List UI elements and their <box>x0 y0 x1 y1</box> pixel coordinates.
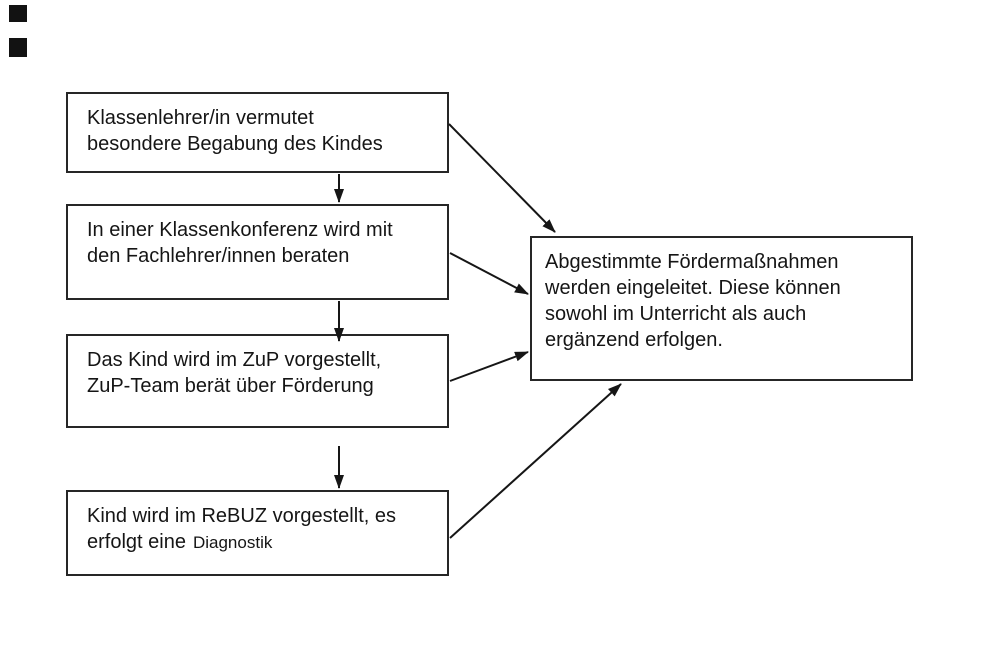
flow-box-class-conference: In einer Klassenkonferenz wird mit den F… <box>66 204 449 300</box>
arrow-classroom-teacher-to-support-measures <box>448 123 556 233</box>
arrow-rebuz-presentation-to-support-measures <box>449 383 622 539</box>
flow-box-text-segment-small: Diagnostik <box>192 533 273 552</box>
corner-mark-top <box>9 5 27 22</box>
flow-box-rebuz-presentation: Kind wird im ReBUZ vorgestellt, es erfol… <box>66 490 449 576</box>
arrow-zup-presentation-to-support-measures <box>449 351 529 382</box>
flow-box-text-line: Kind wird im ReBUZ vorgestellt, es <box>87 505 396 527</box>
flow-box-support-measures: Abgestimmte Fördermaßnahmen werden einge… <box>530 236 913 381</box>
flow-box-text-line: In einer Klassenkonferenz wird mit <box>87 219 393 241</box>
flow-box-classroom-teacher: Klassenlehrer/in vermutet besondere Bega… <box>66 92 449 173</box>
flow-box-zup-presentation: Das Kind wird im ZuP vorgestellt, ZuP-Te… <box>66 334 449 428</box>
flow-box-text-line: erfolgt eine Diagnostik <box>87 529 433 556</box>
flow-box-text-segment: erfolgt eine <box>87 531 186 553</box>
flow-box-text-line: sowohl im Unterricht als auch <box>545 303 807 325</box>
flow-box-text-line: ergänzend erfolgen. <box>545 329 723 351</box>
flow-box-text-line: Abgestimmte Fördermaßnahmen <box>545 251 839 273</box>
flow-box-text-line: den Fachlehrer/innen beraten <box>87 245 350 267</box>
arrow-class-conference-to-support-measures <box>449 252 529 295</box>
corner-mark-bottom <box>9 38 27 57</box>
flow-box-text-line: besondere Begabung des Kindes <box>87 133 383 155</box>
flow-box-text-line: Das Kind wird im ZuP vorgestellt, <box>87 349 382 371</box>
flow-box-text-line: Klassenlehrer/in vermutet <box>87 107 314 129</box>
flow-box-text-line: werden eingeleitet. Diese können <box>545 277 841 299</box>
flow-box-text-line: ZuP-Team berät über Förderung <box>87 375 374 397</box>
